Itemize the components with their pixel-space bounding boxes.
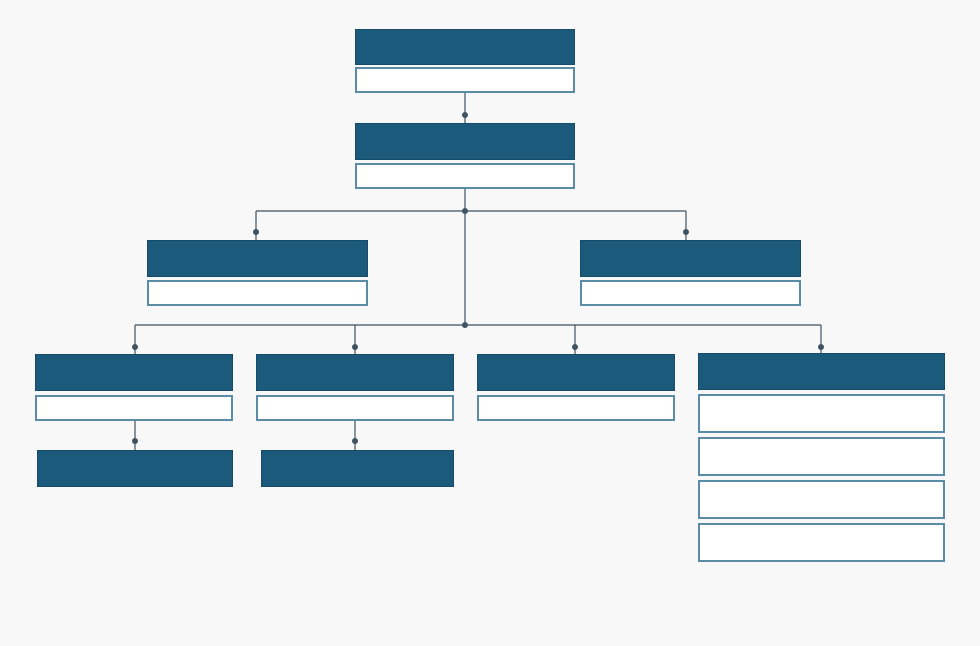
node-left-mid-subtitle <box>147 280 368 306</box>
node-bottom-4-title <box>698 353 945 390</box>
node-bottom-1-title <box>35 354 233 391</box>
node-bottom-4-item <box>698 394 945 433</box>
node-bottom-1-subtitle <box>35 395 233 421</box>
connector-dot <box>352 344 358 350</box>
connector-dot <box>253 229 259 235</box>
node-top-subtitle <box>355 67 575 93</box>
node-left-mid-title <box>147 240 368 277</box>
node-bottom-2-title <box>256 354 454 391</box>
connector-dot <box>132 438 138 444</box>
connector-dot <box>572 344 578 350</box>
node-right-mid-subtitle <box>580 280 801 306</box>
connector-dot <box>132 344 138 350</box>
connector-dot <box>462 112 468 118</box>
node-bottom-3-title <box>477 354 675 391</box>
node-right-mid-title <box>580 240 801 277</box>
node-bottom-3-subtitle <box>477 395 675 421</box>
connector-dot <box>352 438 358 444</box>
connector-dot <box>818 344 824 350</box>
node-bottom-4-item <box>698 523 945 562</box>
node-bottom-4-item <box>698 437 945 476</box>
node-bottom-2-subtitle <box>256 395 454 421</box>
node-bottom-1-child <box>37 450 233 487</box>
node-bottom-2-child <box>261 450 454 487</box>
node-bottom-4-item <box>698 480 945 519</box>
node-second-subtitle <box>355 163 575 189</box>
node-top-title <box>355 29 575 65</box>
connector-dot <box>683 229 689 235</box>
node-second-title <box>355 123 575 160</box>
